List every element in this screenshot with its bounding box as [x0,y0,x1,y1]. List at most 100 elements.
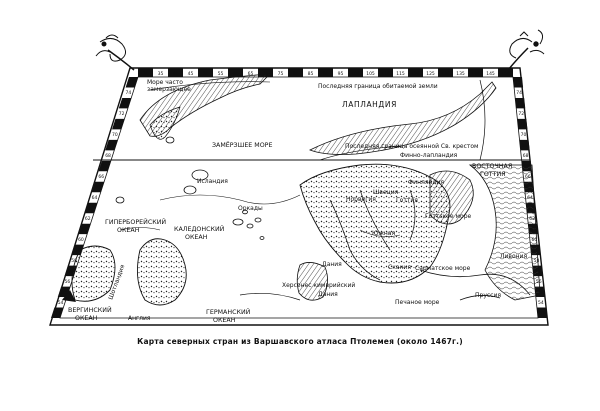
left-tick-label: 61 [81,226,87,232]
top-tick-label: 85 [308,71,314,77]
right-tick-label: 72 [518,111,524,117]
right-tick-label: 62 [529,216,535,222]
top-tick-label: 45 [188,71,194,77]
label-shvetsiya: Швеция [373,189,399,196]
graduation-square [288,68,303,77]
left-tick-label: 55 [61,289,67,295]
right-tick-label: 74 [516,90,522,96]
graduation-square [138,68,153,77]
graduation-square [78,223,91,235]
right-tick-label: 55 [537,289,543,295]
top-tick-label: 50 [203,71,209,77]
top-tick-label: 30 [143,71,149,77]
right-tick-label: 70 [521,132,527,138]
label-gottskoe-more: Готтское море [425,213,472,220]
label-zamerzshee-more: ЗАМЁРЗШЕЕ МОРЕ [212,140,272,149]
label-granitsa-obitaemoy: Последняя граница обитаемой земли [318,83,438,90]
left-tick-label: 74 [126,90,132,96]
left-tick-label: 75 [129,80,135,86]
map-caption: Карта северных стран из Варшавского атла… [137,337,463,346]
graduation-square [536,307,547,318]
graduation-square [515,97,526,109]
label-germanskiy: ГЕРМАНСКИЙ [206,307,251,316]
graduation-square [91,181,105,193]
right-tick-label: 58 [534,258,540,264]
label-skaniya: Скания [388,264,411,271]
left-tick-label: 63 [88,205,94,211]
left-tick-label: 67 [102,164,108,170]
left-tick-label: 72 [119,111,125,117]
label-islandiya: Исландия [197,178,228,185]
top-tick-label: 145 [486,71,495,77]
right-tick-label: 57 [535,268,541,274]
top-tick-label: 90 [323,71,329,77]
ornament-top-right [507,29,545,71]
right-tick-label: 66 [525,174,531,180]
top-tick-label: 130 [441,71,450,77]
graduation-square [468,68,483,77]
graduation-square [517,118,528,130]
top-tick-label: 65 [248,71,254,77]
label-vostochnaya: ВОСТОЧНАЯ [472,163,512,170]
label-pechanoe-more: Печаное море [395,299,440,306]
label-orkady: Оркады [238,205,263,212]
top-tick-label: 135 [456,71,465,77]
right-tick-label: 75 [515,80,521,86]
graduation-square [98,160,111,172]
sea-scribbles [119,81,401,237]
label-sarmatskoe-more: Сарматское море [415,265,471,272]
graduation-square [118,97,132,109]
right-tick-label: 71 [520,122,526,128]
label-verginskiy: ВЕРГИНСКИЙ [68,305,112,314]
label-laplandiya: ЛАПЛАНДИЯ [342,100,397,109]
top-tick-label: 150 [501,71,510,77]
left-tick-label: 66 [98,174,104,180]
graduation-square [318,68,333,77]
left-tick-label: 68 [105,153,111,159]
graduation-square [228,68,243,77]
jutland [239,262,328,301]
graduation-square [168,68,183,77]
top-tick-label: 105 [366,71,375,77]
right-tick-label: 67 [524,164,530,170]
graduation-square [51,307,64,318]
label-angliya: Англия [128,315,151,322]
graduation-square [438,68,453,77]
label-daniya-1: Дания [322,261,342,268]
label-giperboreyskiy: ГИПЕРБОРЕЙСКИЙ [105,217,166,226]
right-tick-label: 59 [533,247,539,253]
map-labels: Море часто замерзающее Последняя граница… [68,79,527,324]
left-tick-label: 54 [58,300,64,306]
right-tick-labels: 7574737271706968676665646362616059585756… [515,80,545,317]
graduation-square [105,139,118,151]
label-gottiya: Готтия [396,197,418,204]
top-tick-label: 110 [381,71,390,77]
label-okean-3: ОКЕАН [213,317,236,324]
ornament-top-left [95,34,135,71]
right-tick-label: 68 [523,153,529,159]
left-tick-label: 64 [92,195,98,201]
top-tick-label: 120 [411,71,420,77]
right-tick-label: 53 [539,310,545,316]
british-isles [62,238,187,306]
right-tick-label: 56 [536,279,542,285]
scandinavia [299,163,474,284]
left-tick-labels: 7574737271706968676665646362616059585756… [54,80,134,317]
label-finno-laplandiya: Финно-лапландия [400,152,458,159]
label-kimvriyskiy: Херсонес кимврийский [282,282,355,289]
graduation-square [378,68,393,77]
label-zamerzayushchee: замерзающее [147,86,191,93]
left-tick-label: 58 [71,258,77,264]
top-tick-label: 55 [218,71,224,77]
label-okean-2: ОКЕАН [185,234,208,241]
label-norvegiya: Норвегия [346,196,376,203]
right-tick-label: 64 [527,195,533,201]
right-tick-label: 73 [517,101,523,107]
left-tick-label: 56 [65,279,71,285]
left-tick-label: 60 [78,237,84,243]
left-tick-label: 73 [122,101,128,107]
left-tick-label: 59 [75,247,81,253]
